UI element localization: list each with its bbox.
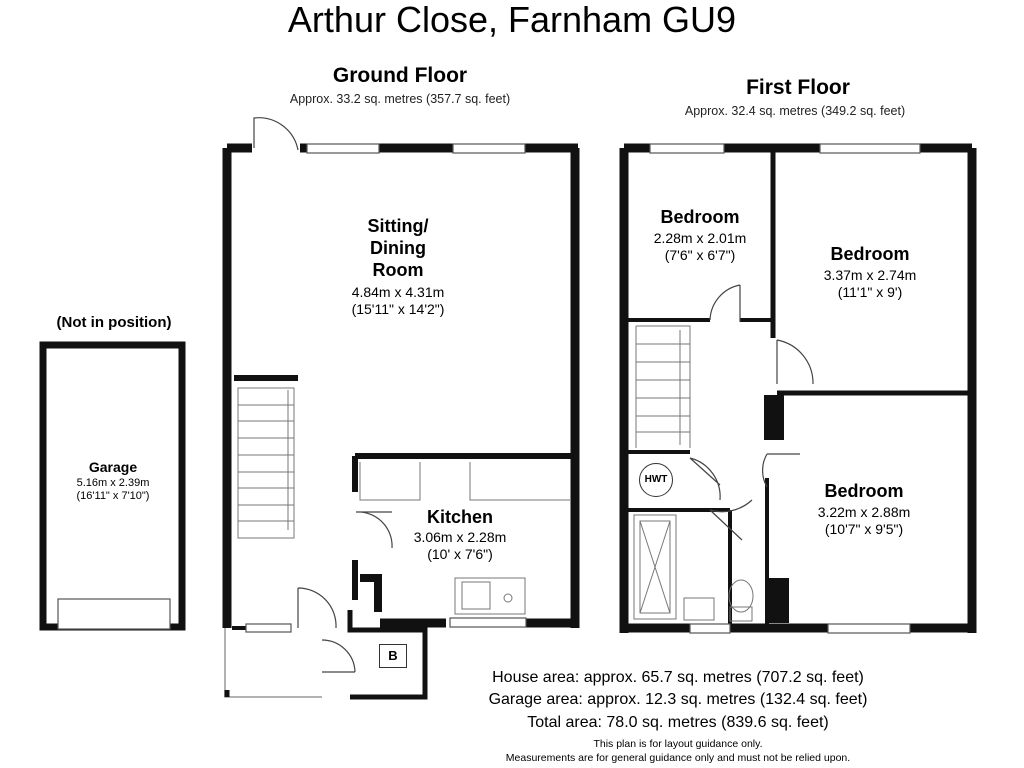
bedroom-large-name: Bedroom [830,244,910,264]
sitting-room-dim-imperial: (15'11" x 14'2") [351,301,445,317]
kitchen-dim-metric: 3.06m x 2.28m [413,529,507,545]
ground-floor-title: Ground Floor [332,64,468,87]
house-area: House area: approx. 65.7 sq. metres (707… [492,669,864,686]
bedroom-large-dim-imperial: (11'1" x 9') [837,284,903,300]
bedroom-lower-dim-imperial: (10'7" x 9'5") [824,521,904,537]
garage-name: Garage [88,459,138,475]
bedroom-lower-dim-metric: 3.22m x 2.88m [817,504,911,520]
ground-floor-doors [253,117,393,673]
ground-floor-windows [245,143,527,633]
garage-area: Garage area: approx. 12.3 sq. metres (13… [488,691,868,708]
sitting-room-name-line3: Room [372,260,424,280]
first-floor-windows [649,143,921,634]
kitchen-units [359,462,570,615]
sitting-room-name-line2: Dining [370,238,426,258]
first-floor-title: First Floor [746,76,850,99]
total-area: Total area: 78.0 sq. metres (839.6 sq. f… [527,714,829,731]
garage-dim-imperial: (16'11" x 7'10") [76,490,150,502]
ground-floor-stairs [237,387,295,539]
garage-note: (Not in position) [56,314,172,331]
disclaimer-line2: Measurements are for general guidance on… [505,752,851,764]
first-floor-doors [689,284,814,541]
page-title: Arthur Close, Farnham GU9 [287,0,737,40]
first-floor-walls [619,143,977,633]
disclaimer-line1: This plan is for layout guidance only. [593,738,763,750]
sitting-room-dim-metric: 4.84m x 4.31m [351,284,445,300]
ground-floor-area: Approx. 33.2 sq. metres (357.7 sq. feet) [289,92,511,106]
first-floor-stairs [635,325,691,448]
garage-dim-metric: 5.16m x 2.39m [76,477,150,489]
boiler-label: B [379,644,407,668]
bedroom-small-dim-imperial: (7'6" x 6'7") [664,247,736,263]
bedroom-small-dim-metric: 2.28m x 2.01m [653,230,747,246]
garage-outline [39,341,186,631]
first-floor-area: Approx. 32.4 sq. metres (349.2 sq. feet) [684,104,906,118]
bathroom-fixtures [633,514,754,622]
kitchen-name: Kitchen [426,507,493,527]
kitchen-dim-imperial: (10' x 7'6") [427,546,493,562]
bedroom-lower-name: Bedroom [824,481,904,501]
bedroom-small-name: Bedroom [660,207,740,227]
sitting-room-name-line1: Sitting/ [367,216,429,236]
hot-water-tank-label: HWT [639,463,673,497]
bedroom-large-dim-metric: 3.37m x 2.74m [823,267,917,283]
